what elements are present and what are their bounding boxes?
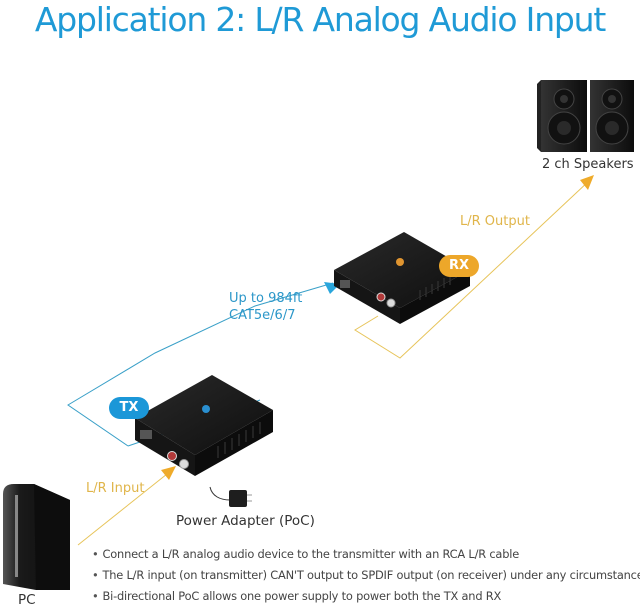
- cable-type-label: CAT5e/6/7: [229, 308, 296, 323]
- note-item: The L/R input (on transmitter) CAN'T out…: [92, 565, 640, 586]
- power-adapter-icon: [209, 486, 252, 507]
- lr-input-line: [77, 469, 173, 546]
- lr-output-label: L/R Output: [460, 214, 530, 229]
- tx-badge: TX: [109, 397, 149, 419]
- lr-output-line: [354, 179, 591, 359]
- note-item: Connect a L/R analog audio device to the…: [92, 544, 640, 565]
- page-title: Application 2: L/R Analog Audio Input: [34, 0, 606, 39]
- lr-input-label: L/R Input: [86, 481, 145, 496]
- power-adapter-label: Power Adapter (PoC): [176, 513, 315, 529]
- speakers-label: 2 ch Speakers: [542, 157, 634, 172]
- rx-badge: RX: [439, 255, 479, 277]
- input-arrow-icon: [161, 466, 176, 480]
- notes-list: Connect a L/R analog audio device to the…: [92, 544, 640, 607]
- note-item: Bi-directional PoC allows one power supp…: [92, 586, 640, 607]
- pc-tower-icon: [3, 484, 70, 590]
- pc-label: PC: [18, 592, 36, 608]
- output-arrow-icon: [580, 175, 594, 190]
- speakers-icon: [537, 80, 634, 152]
- transmitter-box-icon: [135, 375, 273, 476]
- cable-distance-label: Up to 984ft: [229, 291, 303, 306]
- receiver-box-icon: [334, 232, 470, 324]
